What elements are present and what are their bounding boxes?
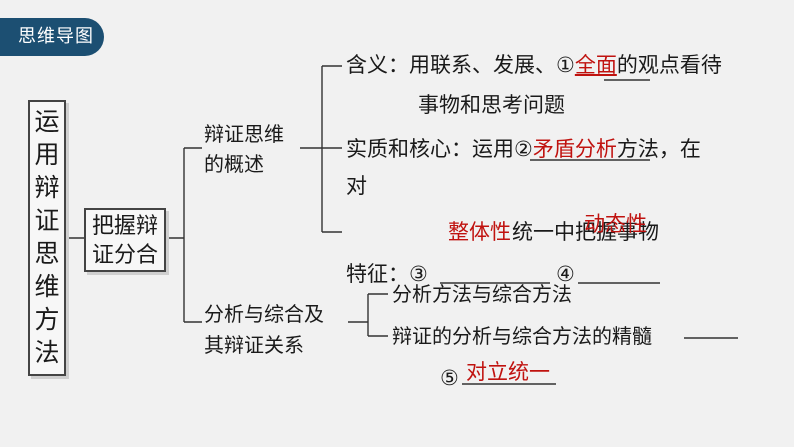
level2-node: 把握辩证分合 [84, 208, 166, 272]
branch-b-title-line2: 其辩证关系 [204, 333, 304, 357]
answer-5: 对立统一 [466, 360, 550, 384]
branch-b-item2: 辩证的分析与综合方法的精髓 [392, 324, 652, 348]
answer-1: 全面 [574, 53, 617, 77]
root-node: 运用辩证思维方法 [28, 100, 66, 376]
meaning-prefix: 含义：用联系、发展、① [346, 53, 575, 77]
answer-5-prefix: ⑤ [440, 366, 459, 390]
essence-line1: 实质和核心：运用②矛盾分析方法，在 [346, 135, 701, 163]
mindmap-badge: 思维导图 [0, 18, 104, 56]
essence-suffix: 方法，在 [616, 137, 701, 161]
meaning-line2: 事物和思考问题 [418, 93, 565, 117]
branch-b-title-line1: 分析与综合及 [204, 302, 324, 326]
answer-4: 动态性 [584, 212, 647, 236]
branch-a-title-line2: 的概述 [204, 152, 264, 176]
meaning-line1: 含义：用联系、发展、①全面的观点看待 [346, 51, 722, 79]
branch-b-item1: 分析方法与综合方法 [392, 282, 572, 306]
answer-2: 矛盾分析 [532, 137, 617, 161]
features-label: 特征：③ [346, 262, 428, 286]
essence-prefix: 实质和核心：运用② [346, 137, 533, 161]
essence-line3: 统一中把握事物 [512, 220, 659, 244]
essence-line2: 对 [346, 174, 367, 198]
answer-3: 整体性 [448, 220, 511, 244]
meaning-suffix: 的观点看待 [616, 53, 722, 77]
branch-a-title-line1: 辩证思维 [204, 122, 284, 146]
features-4-label: ④ [556, 262, 575, 286]
